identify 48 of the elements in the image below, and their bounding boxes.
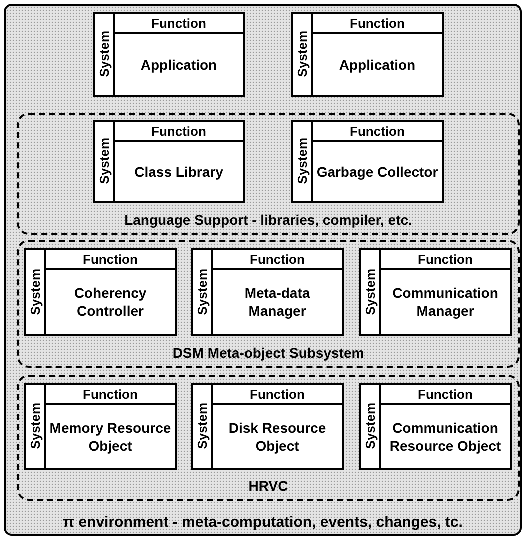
function-label: Function <box>83 386 138 402</box>
component-box <box>191 383 344 470</box>
function-label: Function <box>350 16 405 30</box>
component-box <box>24 248 177 336</box>
environment-box <box>4 4 522 536</box>
component-name: Memory Resource Object <box>48 418 172 454</box>
component-name: Coherency Controller <box>73 284 148 320</box>
component-box <box>359 383 512 470</box>
system-label: System <box>28 268 42 316</box>
component-box <box>291 120 444 203</box>
layer-box <box>17 113 520 235</box>
function-label: Function <box>418 386 473 402</box>
component-name: Meta-data Manager <box>244 284 312 320</box>
component-box <box>93 12 245 97</box>
function-label: Function <box>250 386 305 402</box>
component-box <box>191 248 344 336</box>
layer-label: DSM Meta-object Subsystem <box>172 345 364 361</box>
function-label: Function <box>350 124 405 138</box>
function-label: Function <box>152 16 206 30</box>
system-label: System <box>96 138 112 185</box>
layer-label: HRVC <box>248 478 288 494</box>
component-name: Application <box>339 56 416 74</box>
layer-label: Language Support - libraries, compiler, etc. <box>124 212 412 228</box>
component-name: Communication Resource Object <box>388 418 502 454</box>
layer-box <box>17 375 520 501</box>
component-box <box>291 12 444 97</box>
layer-box <box>17 240 520 368</box>
function-label: Function <box>418 252 473 266</box>
function-label: Function <box>250 252 305 266</box>
system-label: System <box>96 31 112 78</box>
component-box <box>24 383 177 470</box>
component-name: Class Library <box>134 162 224 180</box>
system-label: System <box>362 268 378 316</box>
system-label: System <box>194 268 210 316</box>
system-label: System <box>28 403 42 450</box>
function-label: Function <box>152 124 206 138</box>
component-name: Application <box>140 56 218 74</box>
system-label: System <box>194 403 210 450</box>
component-box <box>359 248 512 336</box>
environment-label: π environment - meta-computation, events, changes, tc. <box>63 514 463 531</box>
component-box <box>93 120 245 203</box>
function-label: Function <box>83 252 138 266</box>
system-label: System <box>362 403 378 450</box>
system-label: System <box>294 31 310 78</box>
component-name: Disk Resource Object <box>228 418 328 454</box>
system-label: System <box>294 138 310 185</box>
component-name: Garbage Collector <box>316 162 438 180</box>
component-name: Communication Manager <box>392 284 500 320</box>
